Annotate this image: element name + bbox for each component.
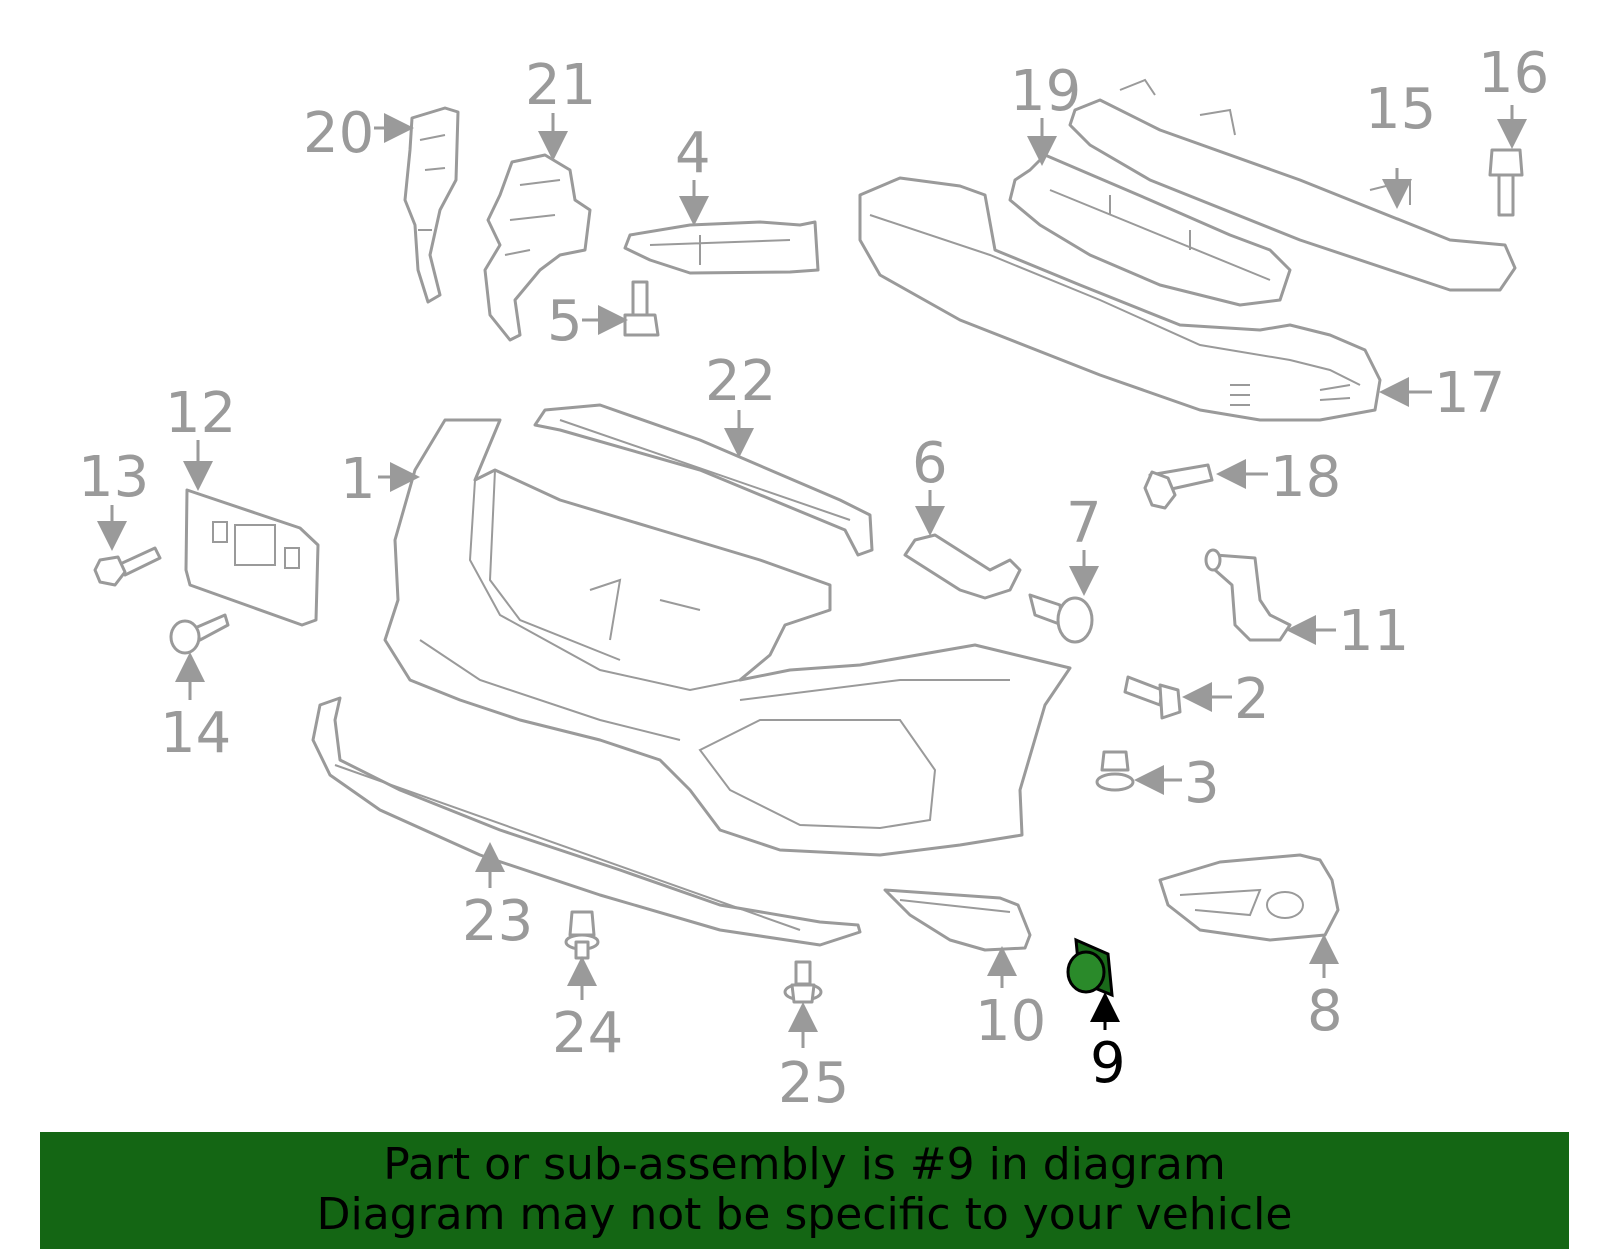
banner-part-line: Part or sub-assembly is #9 in diagram [383, 1139, 1226, 1190]
banner-disclaimer-line: Diagram may not be specific to your vehi… [316, 1189, 1293, 1240]
part-4-bracket[interactable] [623, 220, 820, 275]
callout-12: 12 [165, 381, 236, 446]
callout-21: 21 [525, 53, 596, 118]
part-17-absorber[interactable] [858, 176, 1382, 422]
part-20-bracket[interactable] [403, 106, 460, 304]
callout-5: 5 [547, 289, 583, 354]
part-5-bolt[interactable] [623, 280, 660, 337]
part-22-upper-beam[interactable] [533, 403, 874, 557]
part-10-garnish[interactable] [883, 888, 1032, 952]
callout-19: 19 [1010, 59, 1081, 124]
part-14-screw[interactable] [169, 613, 230, 655]
callout-1: 1 [340, 447, 376, 512]
part-3-clip[interactable] [1095, 750, 1135, 792]
part-18-bolt[interactable] [1143, 463, 1214, 510]
part-16-bolt[interactable] [1488, 148, 1524, 217]
callout-23: 23 [462, 889, 533, 954]
callout-3: 3 [1184, 751, 1220, 816]
callout-7: 7 [1066, 491, 1102, 556]
callout-20: 20 [303, 101, 374, 166]
callout-2: 2 [1234, 667, 1270, 732]
part-25-clip[interactable] [783, 960, 823, 1004]
callout-22: 22 [705, 349, 776, 414]
part-19-reinforcement[interactable] [1008, 153, 1292, 307]
callout-18: 18 [1270, 445, 1341, 510]
callout-6: 6 [912, 431, 948, 496]
callout-10: 10 [975, 989, 1046, 1054]
callout-15: 15 [1365, 77, 1436, 142]
part-8-fog-frame[interactable] [1158, 853, 1340, 942]
callout-17: 17 [1434, 361, 1505, 426]
callout-13: 13 [78, 445, 149, 510]
callout-11: 11 [1338, 599, 1409, 664]
part-15-upper-beam[interactable] [1068, 78, 1517, 292]
callout-24: 24 [552, 1001, 623, 1066]
callout-9-highlighted: 9 [1090, 1031, 1126, 1096]
part-21-bracket[interactable] [483, 153, 592, 342]
part-13-screw[interactable] [93, 546, 162, 587]
part-1-bumper-cover[interactable] [383, 418, 1072, 857]
callout-labels: 20 21 4 5 19 15 16 17 22 1 12 13 14 6 7 … [78, 41, 1549, 1116]
info-banner: Part or sub-assembly is #9 in diagram Di… [40, 1132, 1569, 1249]
part-11-bracket[interactable] [1204, 548, 1292, 642]
callout-8: 8 [1307, 979, 1343, 1044]
part-6-strip[interactable] [903, 533, 1022, 600]
callout-16: 16 [1478, 41, 1549, 106]
part-24-clip[interactable] [564, 910, 600, 960]
part-12-license-bracket[interactable] [184, 488, 320, 627]
part-2-bolt[interactable] [1123, 675, 1182, 720]
callout-4: 4 [675, 121, 711, 186]
part-23-lower-strip[interactable] [311, 696, 862, 947]
callout-14: 14 [160, 701, 231, 766]
leader-arrows [97, 105, 1527, 1048]
callout-25: 25 [778, 1051, 849, 1116]
part-9-highlighted[interactable] [1066, 937, 1114, 998]
part-7-clip[interactable] [1028, 593, 1094, 644]
